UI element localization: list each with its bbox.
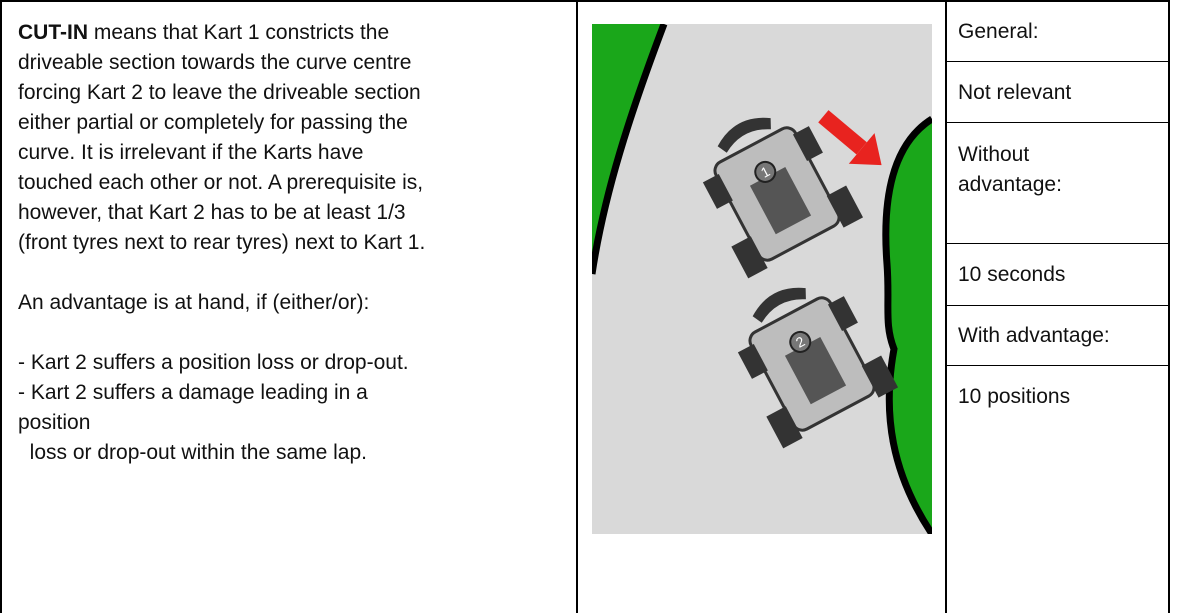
cut-in-illustration: 1 2	[592, 24, 932, 534]
column-divider-left	[576, 0, 578, 613]
direction-arrow	[818, 110, 882, 166]
general-value: Not relevant	[958, 81, 1072, 104]
definition-line: either partial or completely for passing…	[18, 111, 408, 134]
advantage-item: position	[18, 411, 91, 434]
kart-2: 2	[737, 287, 899, 449]
track-edge-outer	[592, 24, 668, 275]
advantage-item: - Kart 2 suffers a damage leading in a	[18, 381, 368, 404]
with-advantage-label: With advantage:	[958, 324, 1110, 347]
advantage-item: loss or drop-out within the same lap.	[18, 441, 368, 464]
row-divider	[946, 243, 1168, 244]
definition-line: curve. It is irrelevant if the Karts hav…	[18, 141, 364, 164]
rule-description: CUT-IN means that Kart 1 constricts the …	[18, 18, 563, 468]
advantage-intro: An advantage is at hand, if (either/or):	[18, 291, 370, 314]
without-advantage-label-line1: Without	[958, 143, 1030, 166]
row-divider	[946, 365, 1168, 366]
definition-line: driveable section towards the curve cent…	[18, 51, 412, 74]
kart-1: 1	[702, 117, 864, 279]
definition-line: touched each other or not. A prerequisit…	[18, 171, 424, 194]
row-divider	[946, 305, 1168, 306]
track-edge-inner	[882, 116, 932, 534]
with-advantage-value: 10 positions	[958, 385, 1071, 408]
definition-line: (front tyres next to rear tyres) next to…	[18, 231, 426, 254]
rule-term: CUT-IN	[18, 21, 88, 44]
without-advantage-value: 10 seconds	[958, 263, 1066, 286]
definition-line: CUT-IN means that Kart 1 constricts the	[18, 21, 390, 44]
row-divider	[946, 122, 1168, 123]
definition-line: forcing Kart 2 to leave the driveable se…	[18, 81, 421, 104]
column-divider-right	[945, 0, 947, 613]
track-area	[592, 24, 932, 534]
row-divider	[946, 61, 1168, 62]
advantage-item: - Kart 2 suffers a position loss or drop…	[18, 351, 409, 374]
definition-line: however, that Kart 2 has to be at least …	[18, 201, 406, 224]
general-label: General:	[958, 20, 1039, 43]
without-advantage-label-line2: advantage:	[958, 173, 1062, 196]
